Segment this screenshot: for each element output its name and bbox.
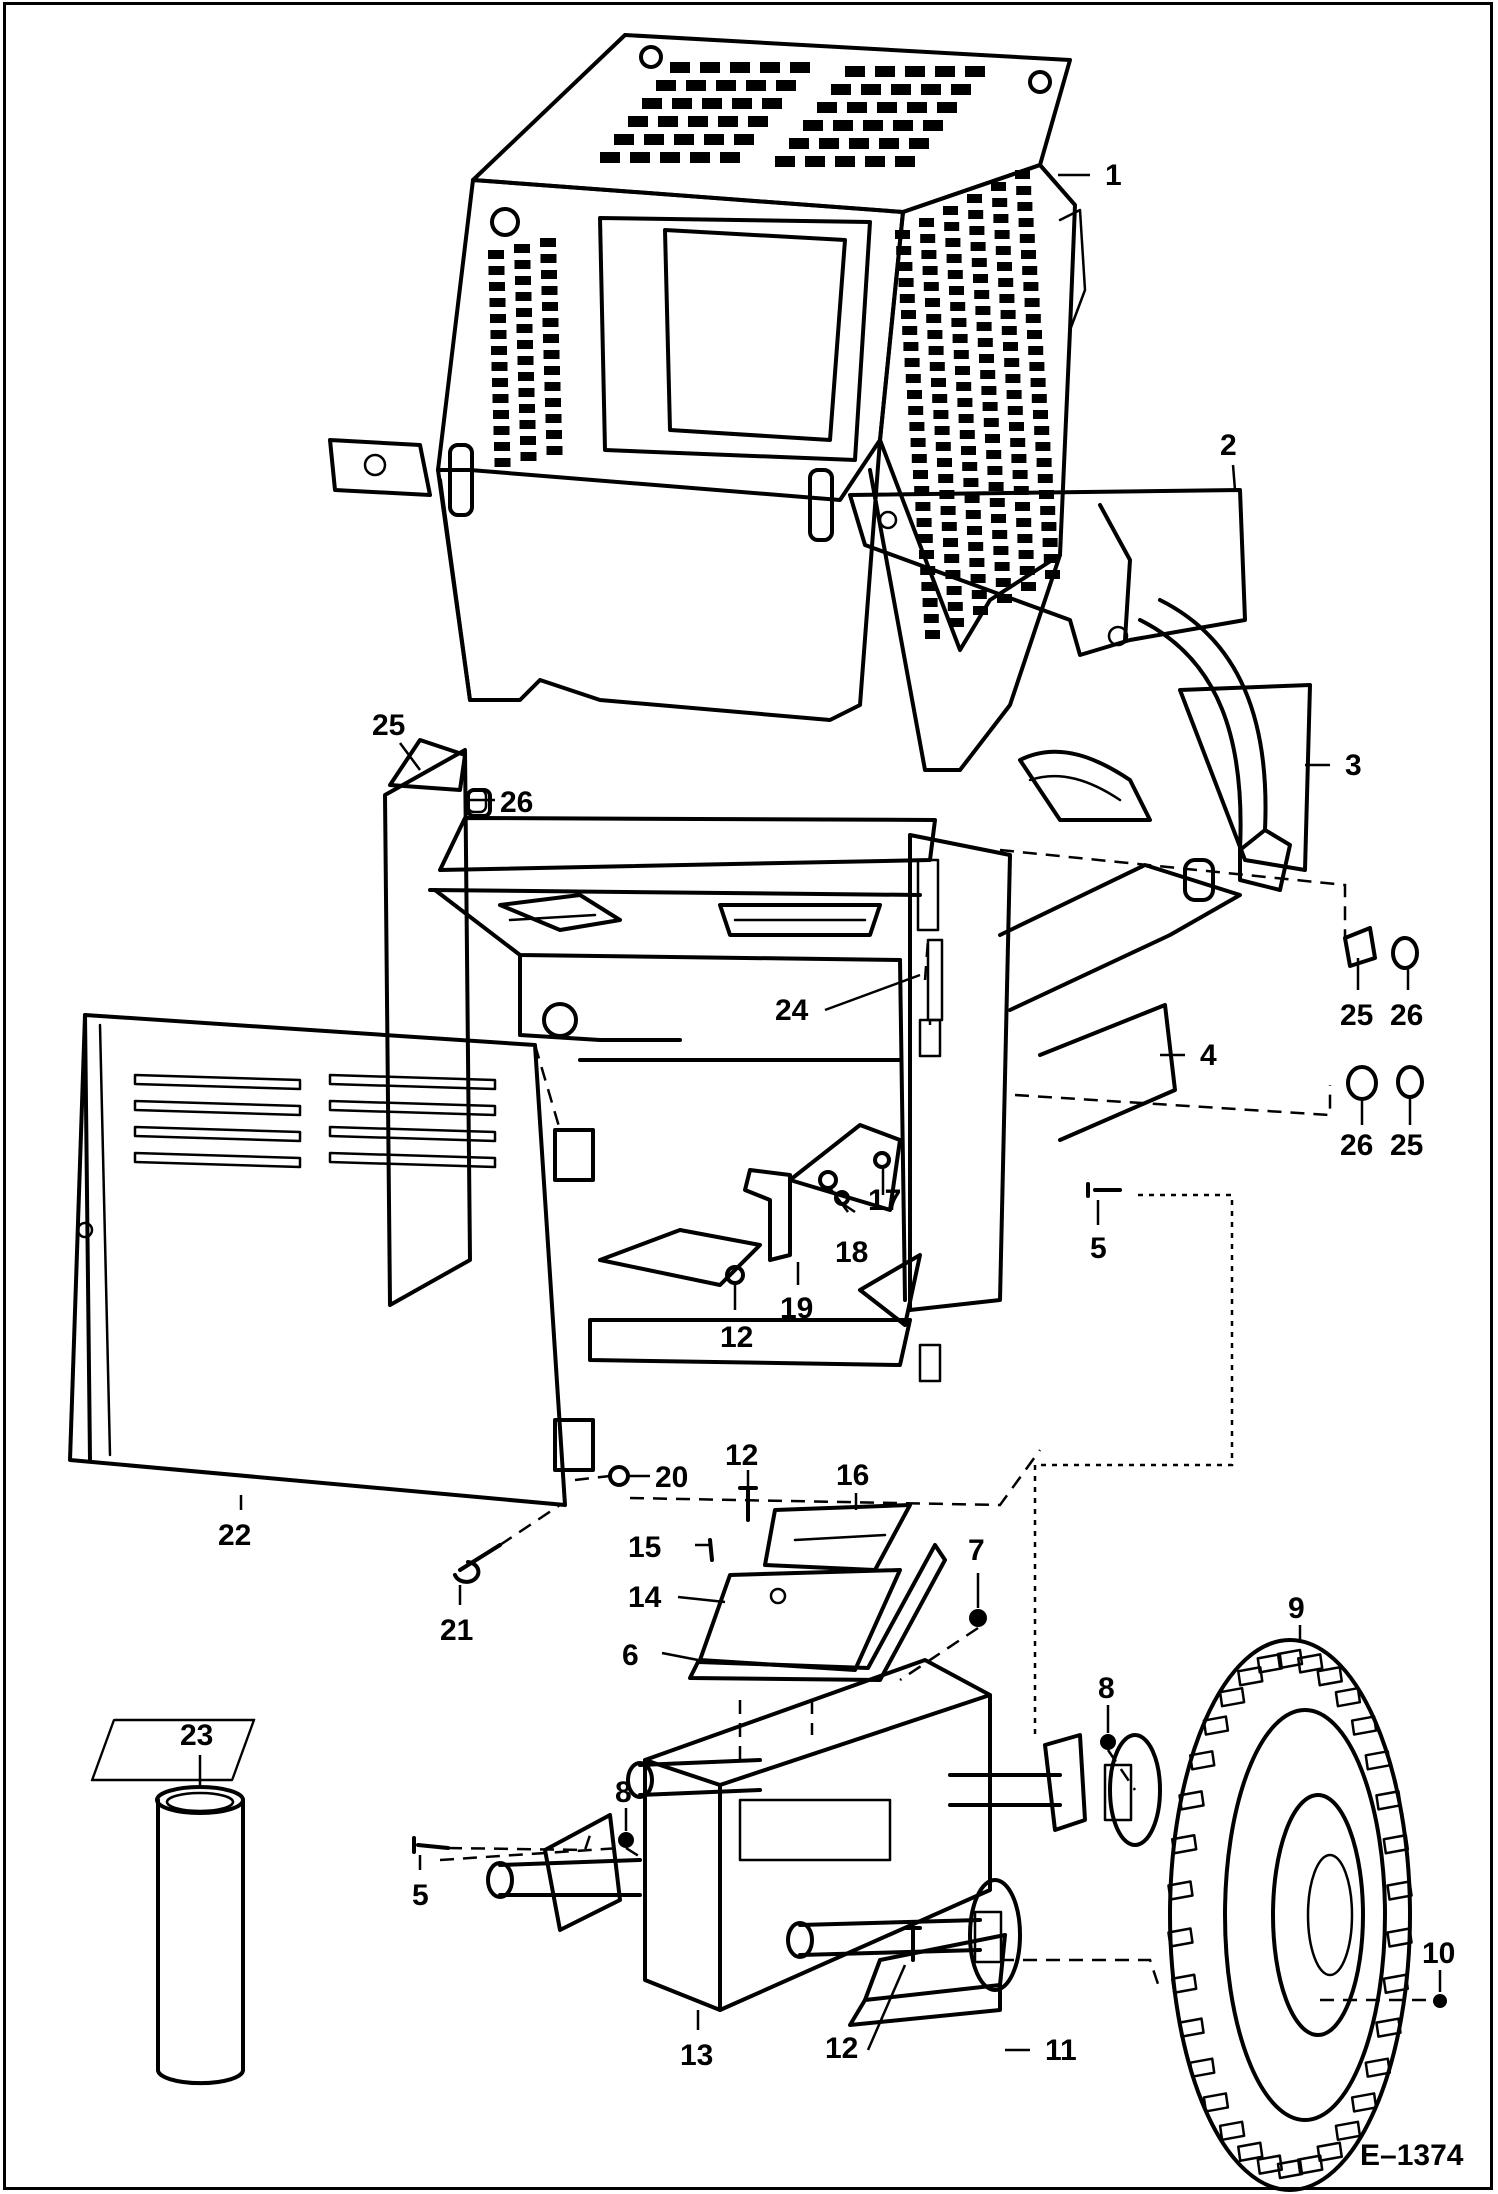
callout-25a: 25	[372, 709, 405, 742]
cab-right-grille	[895, 170, 1060, 639]
callout-16: 16	[836, 1459, 869, 1492]
callout-22: 22	[218, 1519, 251, 1552]
leader-lines	[198, 173, 1442, 2052]
part-4-main-frame	[383, 748, 1242, 1383]
callout-24: 24	[775, 994, 809, 1027]
callout-8b: 8	[615, 1776, 632, 1809]
cab-roof-grille	[600, 62, 985, 167]
callout-20: 20	[655, 1461, 688, 1494]
callout-12a: 12	[725, 1439, 758, 1472]
callout-3: 3	[1345, 749, 1362, 782]
callout-18: 18	[835, 1236, 868, 1269]
part-16-cover	[763, 1503, 912, 1572]
hardware	[388, 738, 1447, 2008]
callout-7: 7	[968, 1534, 985, 1567]
drawing-frame	[3, 2, 1493, 2190]
callout-8a: 8	[1098, 1672, 1115, 1705]
callout-2: 2	[1220, 429, 1237, 462]
callout-13: 13	[680, 2039, 713, 2072]
callout-1: 1	[1105, 159, 1122, 192]
assembly-guide-lines	[69, 848, 1438, 2002]
callout-12b: 12	[720, 1321, 753, 1354]
callout-25c: 25	[1390, 1129, 1423, 1162]
callout-26b: 26	[1390, 999, 1423, 1032]
part-9-tire	[1167, 1638, 1413, 2192]
part-2-side-panel	[848, 488, 1247, 657]
callout-6: 6	[622, 1639, 639, 1672]
callout-11: 11	[1045, 2034, 1077, 2067]
callout-19: 19	[780, 1292, 813, 1325]
callout-21: 21	[440, 1614, 473, 1647]
callout-9: 9	[1288, 1592, 1305, 1625]
part-3-lift-arm	[1018, 598, 1312, 902]
callout-4: 4	[1200, 1039, 1217, 1072]
part-1-cab	[328, 33, 1087, 772]
part-14-plate	[698, 1568, 902, 1672]
callout-labels: 1 2 3 4 5 5 6 7 8 8 9 10 11 12 12 12 13 …	[180, 159, 1455, 2072]
callout-5a: 5	[1090, 1232, 1107, 1265]
callout-10: 10	[1422, 1937, 1455, 1970]
callout-23: 23	[180, 1719, 213, 1752]
callout-12c: 12	[825, 2032, 858, 2065]
drawing-code: E–1374	[1360, 2139, 1464, 2172]
part-13-chaincase	[90, 1658, 1162, 2012]
callout-26a: 26	[500, 786, 533, 819]
part-23-tube	[155, 1785, 245, 2086]
callout-14: 14	[628, 1581, 662, 1614]
callout-15: 15	[628, 1531, 661, 1564]
callout-26c: 26	[1340, 1129, 1373, 1162]
part-22-rear-door	[68, 1013, 595, 1507]
cab-left-grille	[488, 238, 563, 467]
callout-25b: 25	[1340, 999, 1373, 1032]
part-6-gasket	[688, 1543, 947, 1682]
callout-5b: 5	[412, 1879, 429, 1912]
callout-17: 17	[868, 1184, 901, 1217]
